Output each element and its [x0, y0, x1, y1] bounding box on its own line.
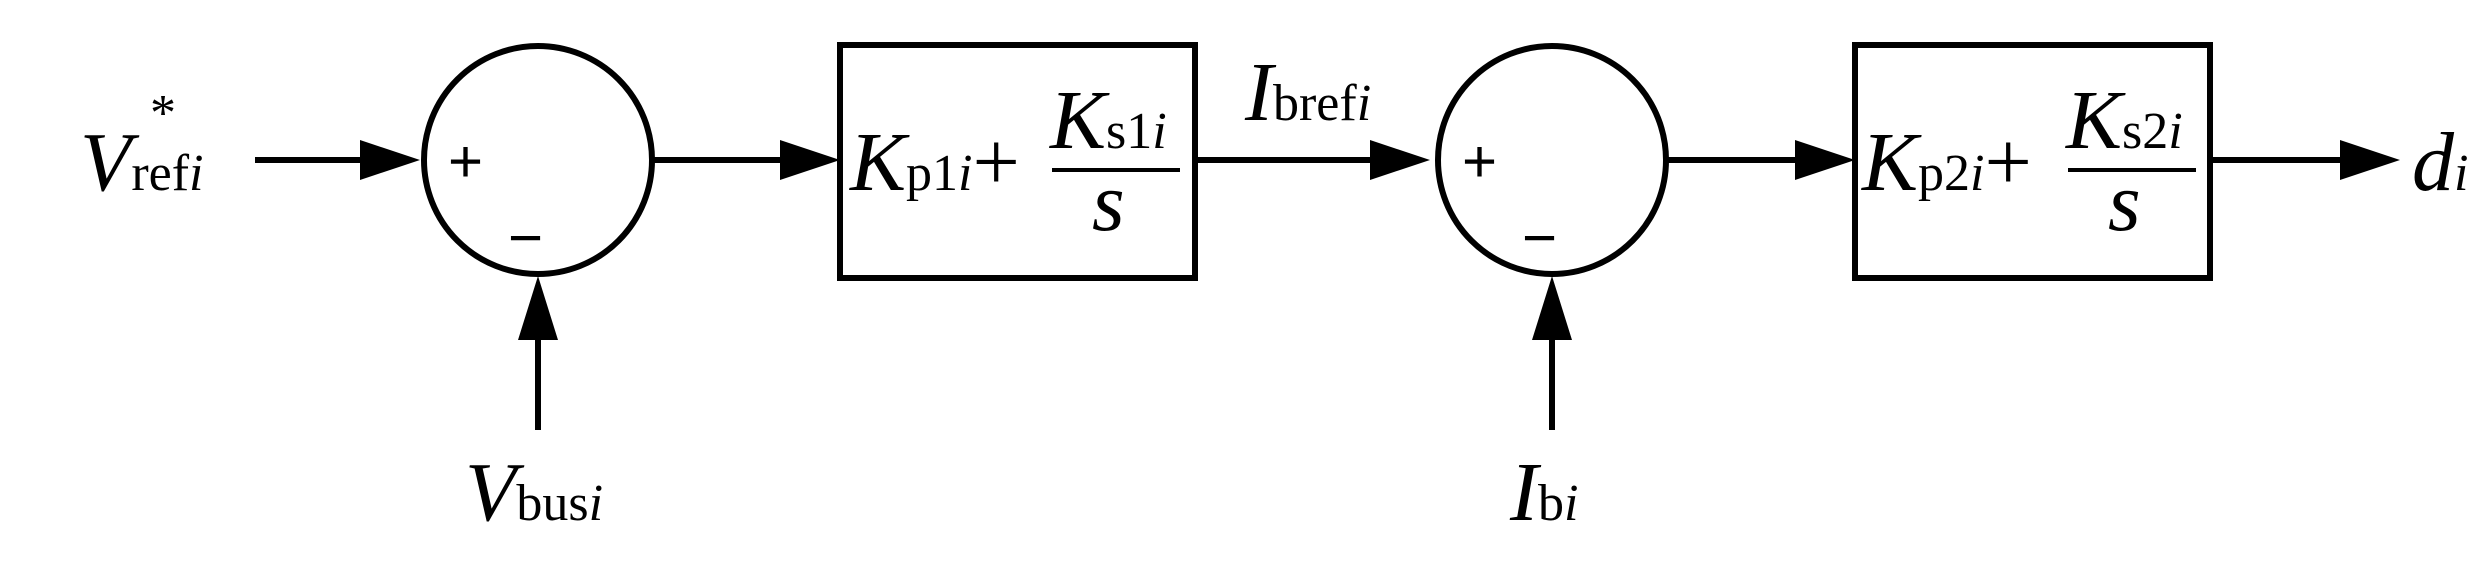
vbus-label: Vbusi: [465, 446, 603, 539]
pi1-ks-numerator: Ks1i: [1049, 74, 1167, 167]
sum2-plus-sign: +: [1462, 128, 1497, 195]
arrowhead-output: [2340, 140, 2400, 180]
sum2-minus-sign: −: [1522, 204, 1557, 271]
arrowhead-pi1: [780, 140, 840, 180]
sum1-plus-sign: +: [448, 128, 483, 195]
ib-label: Ibi: [1509, 446, 1578, 539]
sum1-minus-sign: −: [508, 204, 543, 271]
ibref-label: Ibrefi: [1244, 46, 1371, 139]
arrowhead-sum2-minus: [1532, 276, 1572, 340]
arrowhead-sum1-minus: [518, 276, 558, 340]
pi2-kp-term: Kp2i+: [1861, 116, 2032, 209]
pi2-ks-numerator: Ks2i: [2065, 74, 2183, 167]
arrowhead-pi2: [1795, 140, 1855, 180]
pi1-denominator: s: [1092, 156, 1125, 249]
vref-label: Vrefi: [80, 116, 203, 209]
arrowhead-sum2-plus: [1370, 140, 1430, 180]
duty-output-label: di: [2412, 116, 2468, 209]
pi1-kp-term: Kp1i+: [849, 116, 1020, 209]
pi2-denominator: s: [2108, 156, 2141, 249]
vref-superscript: *: [150, 85, 176, 142]
arrowhead-sum1-plus: [360, 140, 420, 180]
